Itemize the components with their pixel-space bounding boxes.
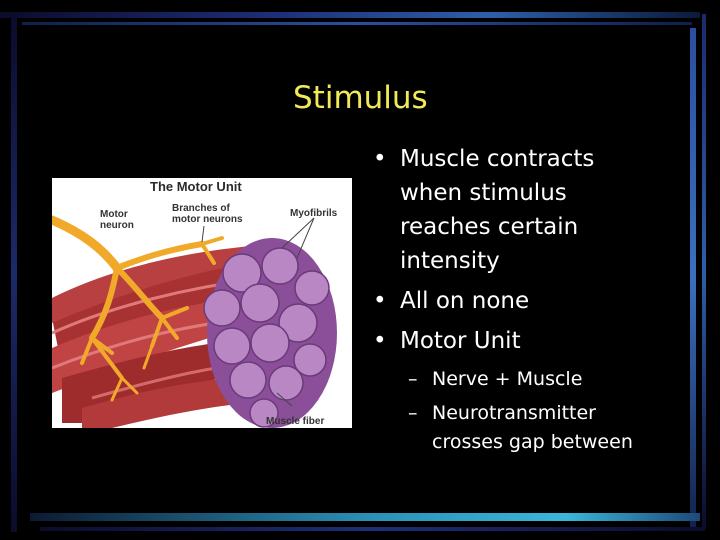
label-myofibrils: Myofibrils: [290, 208, 338, 219]
myofibril-bundle: [203, 238, 337, 428]
frame-right-bar: [690, 28, 696, 528]
frame-right-bar-outer: [702, 14, 706, 529]
sub-bullet-marker: –: [408, 368, 418, 390]
motor-unit-figure: The Motor Unit Motor neuron Branches of …: [52, 178, 352, 428]
sub-bullet-text: Nerve + Muscle: [432, 368, 583, 390]
bullet-marker: •: [373, 146, 387, 172]
label-branches-of-motor-neurons: Branches of motor neurons: [172, 203, 243, 225]
label-branches-line2: motor neurons: [172, 214, 243, 225]
label-muscle-fiber: Muscle fiber: [266, 416, 325, 427]
slide-title: Stimulus: [293, 80, 428, 116]
bullet-line: Muscle contracts: [400, 146, 595, 172]
bullet-marker: •: [373, 328, 387, 354]
bullet-text: All on none: [400, 288, 530, 314]
motor-unit-illustration: [52, 178, 352, 428]
bullet-line: intensity: [400, 248, 500, 274]
figure-title: The Motor Unit: [150, 179, 242, 194]
motor-neuron: [52, 215, 224, 402]
label-motor-neuron: Motor neuron: [100, 209, 134, 231]
frame-top-bar-inner: [22, 22, 692, 25]
bullet-text: Muscle contracts when stimulus reaches c…: [400, 146, 594, 282]
label-branches-line1: Branches of: [172, 203, 230, 214]
frame-bottom-bar: [30, 513, 700, 521]
sub-bullet-line: Neurotransmitter: [432, 402, 596, 424]
bullet-marker: •: [373, 288, 387, 314]
frame-bottom-bar-outer: [40, 527, 705, 531]
frame-left-bar: [11, 12, 17, 532]
sub-bullet-line: crosses gap between: [432, 431, 633, 453]
sub-bullet-text: Neurotransmitter crosses gap between: [432, 403, 633, 452]
bullet-line: when stimulus: [400, 180, 567, 206]
label-motor-neuron-line2: neuron: [100, 220, 134, 231]
bullet-line: reaches certain: [400, 214, 579, 240]
sub-bullet-marker: –: [408, 402, 418, 424]
frame-top-bar: [0, 12, 700, 18]
label-leader-lines: [201, 217, 315, 407]
bullet-text: Motor Unit: [400, 328, 521, 354]
label-motor-neuron-line1: Motor: [100, 209, 128, 220]
